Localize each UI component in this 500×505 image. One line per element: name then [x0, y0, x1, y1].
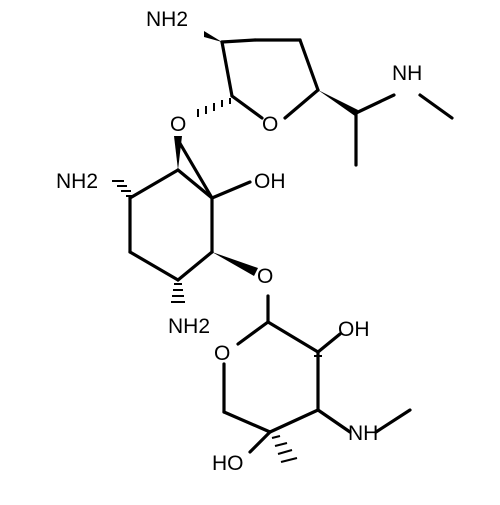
label-o-ring3: O: [214, 342, 230, 365]
bottom-ring: [222, 294, 320, 434]
label-nh-bottom: NH: [348, 422, 378, 445]
label-nh-top: NH: [392, 62, 422, 85]
label-oh-right: OH: [338, 318, 370, 341]
middle-ring: [128, 138, 214, 282]
hashed-bond: [271, 435, 298, 463]
label-nh2-top: NH2: [146, 8, 188, 31]
label-o-ring1: O: [262, 113, 278, 136]
label-nh2-mid: NH2: [168, 315, 210, 338]
wedge-bond: [318, 90, 358, 116]
label-oh-mid: OH: [254, 170, 286, 193]
label-o-link2: O: [257, 265, 273, 288]
hashed-bond: [112, 180, 134, 197]
label-ho-bottom: HO: [212, 452, 244, 475]
label-o-link1: O: [170, 113, 186, 136]
top-ring: [220, 38, 320, 120]
hashed-bond: [171, 283, 185, 303]
hashed-bond: [197, 98, 231, 117]
label-nh2-left: NH2: [56, 170, 98, 193]
wedge-bond: [212, 252, 258, 276]
wedge-bond: [204, 31, 222, 42]
wedge-bond: [174, 136, 182, 170]
